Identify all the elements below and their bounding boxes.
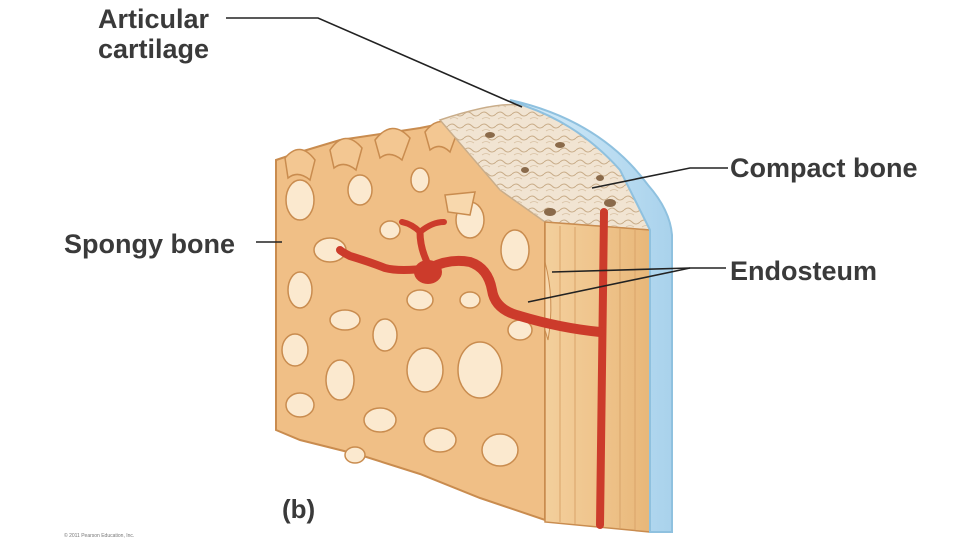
leader-articular-cartilage: [226, 17, 523, 108]
articular-cartilage-label: Articular cartilage: [98, 4, 209, 64]
articular-label-line1: Articular: [98, 4, 210, 34]
articular-label-line2: cartilage: [98, 34, 210, 64]
panel-label: (b): [282, 494, 316, 524]
compact-bone-label: Compact bone: [730, 153, 918, 183]
leader-endosteum-2: [527, 267, 691, 303]
blood-vessels: [336, 208, 608, 529]
leader-compact-bone: [591, 167, 728, 189]
compact-bone-side: [544, 221, 651, 533]
trabecular-cavities: [281, 167, 533, 467]
copyright-credit: © 2011 Pearson Education, Inc.: [64, 533, 135, 539]
spongy-bone-label: Spongy bone: [64, 229, 235, 259]
endosteum-label: Endosteum: [730, 256, 878, 286]
articular-cartilage: [509, 99, 673, 533]
osteon-canals: [485, 132, 616, 216]
leader-lines: [226, 17, 728, 303]
